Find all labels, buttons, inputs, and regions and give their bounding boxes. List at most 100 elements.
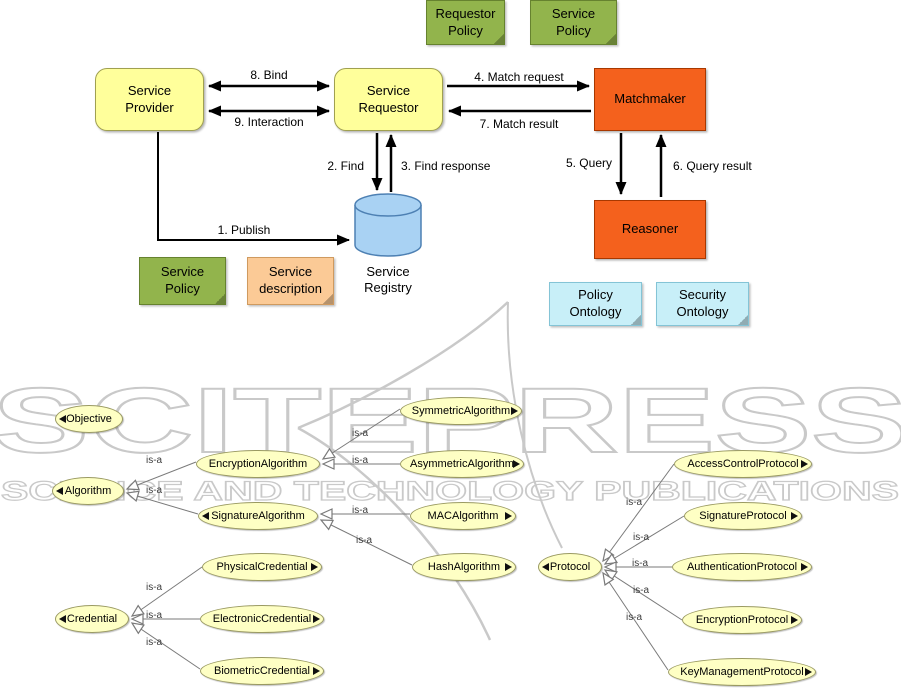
find-arrow-label: 2. Find — [327, 159, 364, 173]
bind-arrow-label: 8. Bind — [250, 68, 288, 82]
is-a-label: is-a — [632, 558, 649, 569]
node-label: BiometricCredential — [214, 664, 310, 677]
node-label: Protocol — [549, 560, 591, 573]
publish-arrow-label: 1. Publish — [217, 223, 271, 237]
triangle-right-icon — [513, 460, 520, 468]
ontology-node-signatureprotocol: SignatureProtocol — [684, 502, 802, 530]
note-label: Service Policy — [160, 264, 205, 296]
triangle-right-icon — [805, 668, 812, 676]
note-service-description: Service description — [247, 257, 334, 305]
triangle-right-icon — [505, 512, 512, 520]
ontology-node-physicalcredential: PhysicalCredential — [202, 553, 322, 581]
is-a-label: is-a — [352, 505, 369, 516]
publish-arrow — [157, 132, 350, 246]
ontology-node-credential: Credential — [55, 605, 129, 633]
ontology-node-biometriccredential: BiometricCredential — [200, 657, 324, 685]
service-registry-label: Service Registry — [364, 264, 412, 296]
box-label: Service Provider — [125, 83, 174, 115]
reasoner-box: Reasoner — [594, 200, 706, 259]
node-label: AsymmetricAlgorithm — [410, 457, 514, 470]
is-a-label: is-a — [352, 455, 369, 466]
node-label: Algorithm — [64, 484, 112, 497]
node-label: Objective — [66, 412, 112, 425]
ontology-node-signaturealgorithm: SignatureAlgorithm — [198, 502, 318, 530]
triangle-left-icon — [542, 563, 549, 571]
ontology-node-authenticationprotocol: AuthenticationProtocol — [672, 553, 812, 581]
interaction-arrow-label: 9. Interaction — [234, 115, 304, 129]
box-label: Matchmaker — [614, 91, 686, 107]
triangle-right-icon — [791, 512, 798, 520]
triangle-left-icon — [202, 512, 209, 520]
note-label: Security Ontology — [676, 287, 729, 319]
is-a-label: is-a — [146, 582, 163, 593]
is-a-label: is-a — [146, 485, 163, 496]
is-a-label: is-a — [633, 532, 650, 543]
triangle-right-icon — [791, 616, 798, 624]
note-label: Service Policy — [551, 5, 596, 38]
node-label: SignatureAlgorithm — [211, 509, 305, 522]
note-requestor-policy: Requestor Policy — [426, 0, 505, 45]
ontology-node-keymanagementprotocol: KeyManagementProtocol — [668, 658, 816, 686]
node-label: PhysicalCredential — [216, 560, 308, 573]
triangle-right-icon — [311, 563, 318, 571]
box-label: Service Requestor — [358, 83, 419, 115]
note-label: Requestor Policy — [435, 5, 496, 38]
is-a-label: is-a — [146, 610, 163, 621]
note-label: Policy Ontology — [569, 287, 622, 319]
triangle-right-icon — [313, 667, 320, 675]
is-a-label: is-a — [352, 428, 369, 439]
ontology-node-encryptionalgorithm: EncryptionAlgorithm — [196, 450, 320, 478]
find-response-arrow-label: 3. Find response — [401, 159, 491, 173]
node-label: EncryptionAlgorithm — [208, 457, 308, 470]
ontology-node-encryptionprotocol: EncryptionProtocol — [682, 606, 802, 634]
matchmaker-box: Matchmaker — [594, 68, 706, 131]
triangle-right-icon — [505, 563, 512, 571]
match-result-arrow-label: 7. Match result — [479, 117, 559, 131]
is-a-label: is-a — [626, 497, 643, 508]
is-a-label: is-a — [626, 612, 643, 623]
triangle-left-icon — [59, 615, 66, 623]
note-service-policy-bottom: Service Policy — [139, 257, 226, 305]
triangle-right-icon — [313, 615, 320, 623]
node-label: ElectronicCredential — [212, 612, 312, 625]
service-registry-cylinder-icon — [354, 193, 422, 257]
node-label: KeyManagementProtocol — [680, 665, 804, 678]
match-request-arrow-label: 4. Match request — [474, 70, 564, 84]
watermark-swoosh — [297, 301, 563, 641]
ontology-node-accesscontrolprotocol: AccessControlProtocol — [674, 450, 812, 478]
ontology-node-protocol: Protocol — [538, 553, 602, 581]
node-label: Credential — [66, 612, 118, 625]
note-security-ontology: Security Ontology — [656, 282, 749, 326]
ontology-node-asymmetricalgorithm: AsymmetricAlgorithm — [400, 450, 524, 478]
node-label: AccessControlProtocol — [687, 457, 799, 470]
node-label: AuthenticationProtocol — [686, 560, 798, 573]
service-requestor-box: Service Requestor — [334, 68, 443, 131]
query-arrow-label: 5. Query — [565, 156, 612, 170]
ontology-node-macalgorithm: MACAlgorithm — [410, 502, 516, 530]
triangle-right-icon — [511, 407, 518, 415]
node-label: SignatureProtocol — [699, 509, 787, 522]
note-policy-ontology: Policy Ontology — [549, 282, 642, 326]
node-label: MACAlgorithm — [427, 509, 499, 522]
is-a-label: is-a — [633, 585, 650, 596]
ontology-edges — [125, 408, 685, 671]
ontology-node-electroniccredential: ElectronicCredential — [200, 605, 324, 633]
is-a-label: is-a — [146, 455, 163, 466]
triangle-right-icon — [801, 563, 808, 571]
node-label: EncryptionProtocol — [695, 613, 789, 626]
ontology-node-objective: Objective — [55, 405, 123, 433]
node-label: HashAlgorithm — [427, 560, 501, 573]
node-label: SymmetricAlgorithm — [411, 404, 511, 417]
note-label: Service description — [259, 264, 322, 296]
service-provider-box: Service Provider — [95, 68, 204, 131]
ontology-node-symmetricalgorithm: SymmetricAlgorithm — [400, 397, 522, 425]
triangle-left-icon — [59, 415, 66, 423]
note-service-policy-top: Service Policy — [530, 0, 617, 45]
query-result-arrow-label: 6. Query result — [673, 159, 752, 173]
ontology-node-algorithm: Algorithm — [52, 477, 124, 505]
triangle-left-icon — [56, 487, 63, 495]
triangle-right-icon — [801, 460, 808, 468]
is-a-label: is-a — [146, 637, 163, 648]
soa-arrows — [157, 80, 667, 246]
